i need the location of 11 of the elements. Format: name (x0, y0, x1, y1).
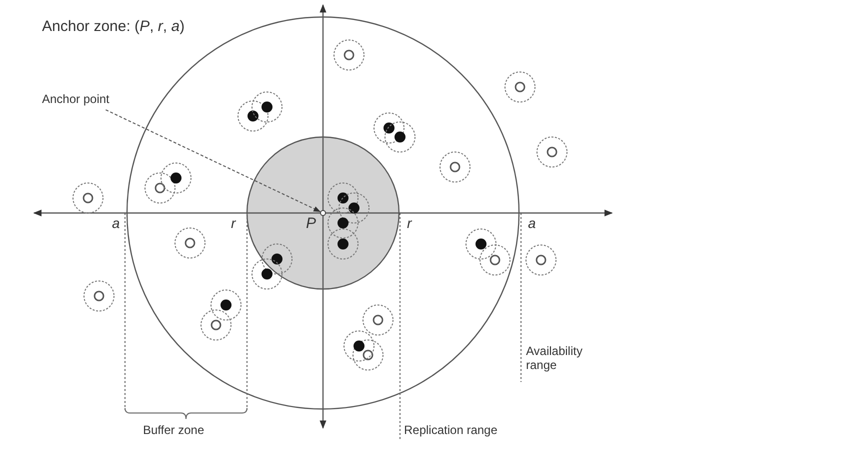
axis-mark: r (231, 215, 236, 232)
title: Anchor zone: (P, r, a) (42, 18, 185, 36)
axis-mark: P (306, 215, 316, 232)
axis-mark: a (112, 215, 120, 232)
leader-line (105, 109, 321, 212)
range-label: Buffer zone (143, 424, 204, 438)
range-label: Availability range (526, 345, 584, 373)
axis-mark: r (407, 215, 412, 232)
callout-text: Anchor point (42, 93, 110, 107)
axis-mark: a (528, 215, 536, 232)
range-label: Replication range (404, 424, 498, 438)
